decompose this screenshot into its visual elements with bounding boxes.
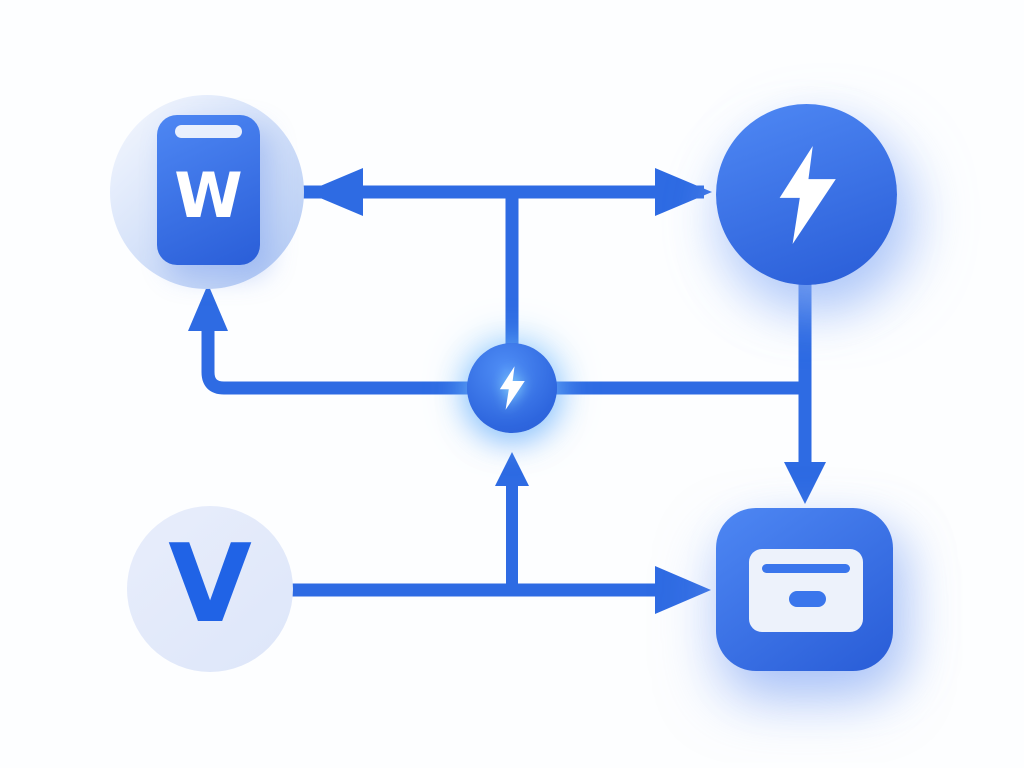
document-label: W (174, 159, 243, 232)
arrowhead-left-icon (306, 168, 363, 216)
document-node: W (157, 115, 260, 265)
edge-hub-to-document (201, 330, 512, 395)
card-pill-detail (789, 591, 826, 607)
arrowhead-down-icon (784, 462, 826, 504)
arrowhead-up-hub-icon (495, 452, 529, 486)
arrowhead-right-card-icon (655, 566, 711, 614)
lightning-bolt-glow-icon (499, 366, 525, 410)
v-label: V (168, 522, 252, 647)
card-browser-icon (749, 549, 863, 632)
document-topbar-icon (175, 125, 242, 138)
v-node: V (127, 506, 293, 672)
hub-node (467, 343, 557, 433)
card-node (716, 508, 893, 671)
energy-node (716, 104, 897, 285)
card-line-detail (762, 564, 850, 573)
arrowhead-right-icon (655, 168, 712, 216)
arrowhead-up-icon (188, 284, 228, 331)
lightning-bolt-icon (779, 145, 836, 244)
